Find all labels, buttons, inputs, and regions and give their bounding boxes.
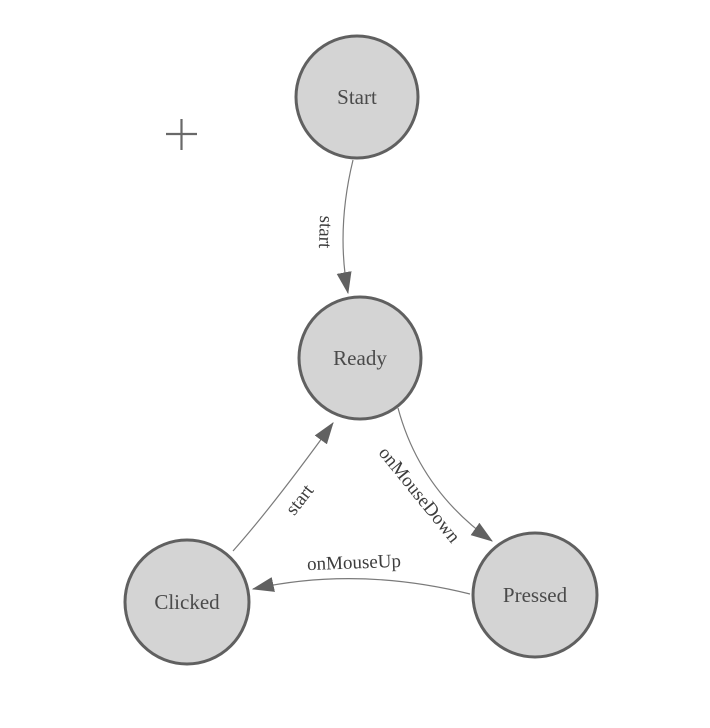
transition-clicked-to-ready-path bbox=[232, 422, 334, 552]
crosshair-cursor-icon bbox=[166, 119, 197, 150]
state-node-start-circle bbox=[294, 34, 420, 160]
state-node-ready[interactable]: Ready bbox=[297, 295, 423, 421]
transition-label: start bbox=[282, 480, 319, 519]
state-node-start-label: Start bbox=[337, 85, 377, 109]
transition-ready-to-pressed-path bbox=[397, 407, 493, 542]
transition-label: onMouseDown bbox=[374, 443, 464, 548]
transition-pressed-to-clicked-path bbox=[251, 577, 471, 595]
transition-start-to-ready[interactable]: start bbox=[314, 159, 354, 295]
state-node-pressed-label: Pressed bbox=[503, 583, 568, 607]
state-node-clicked[interactable]: Clicked bbox=[123, 538, 251, 666]
transition-label: start bbox=[314, 215, 336, 249]
state-node-pressed-circle bbox=[471, 531, 599, 659]
transition-pressed-to-clicked[interactable]: onMouseUp bbox=[251, 551, 471, 595]
state-node-pressed[interactable]: Pressed bbox=[471, 531, 599, 659]
state-node-ready-circle bbox=[297, 295, 423, 421]
state-node-ready-label: Ready bbox=[333, 346, 387, 370]
transition-label: onMouseUp bbox=[307, 551, 402, 575]
transition-ready-to-pressed[interactable]: onMouseDown bbox=[374, 407, 493, 548]
state-node-clicked-label: Clicked bbox=[154, 590, 220, 614]
transition-clicked-to-ready[interactable]: start bbox=[232, 422, 334, 552]
state-node-clicked-circle bbox=[123, 538, 251, 666]
state-node-start[interactable]: Start bbox=[294, 34, 420, 160]
transition-start-to-ready-path bbox=[336, 159, 354, 295]
